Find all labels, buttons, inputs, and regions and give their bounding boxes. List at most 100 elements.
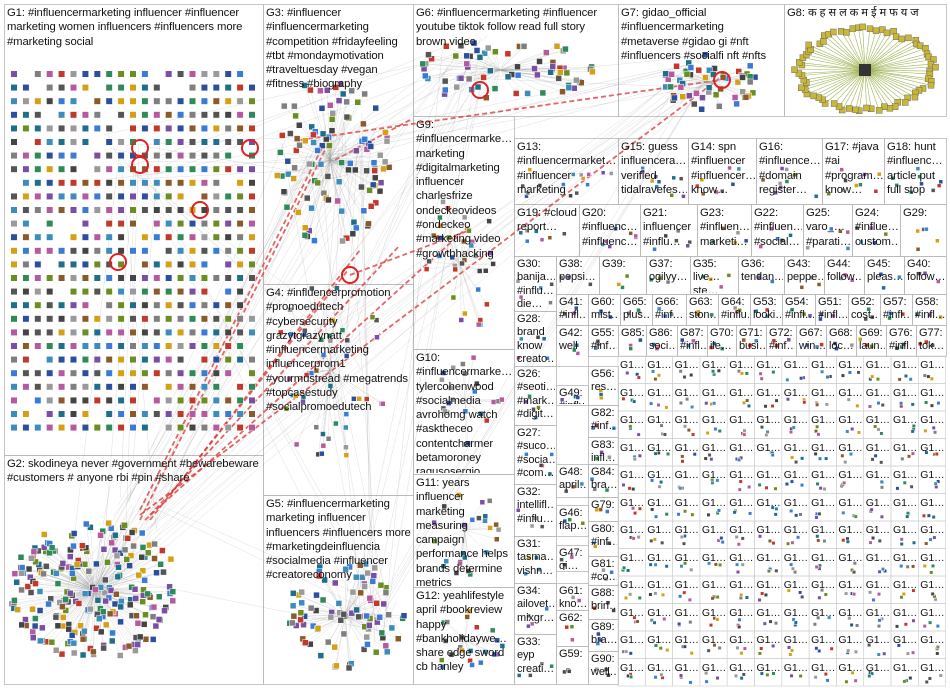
- node: [11, 139, 18, 146]
- node: [35, 234, 42, 241]
- node: [907, 455, 911, 459]
- node: [505, 51, 511, 57]
- node: [201, 384, 208, 391]
- node: [189, 370, 196, 377]
- node: [370, 315, 375, 320]
- node: [237, 193, 244, 200]
- node: [691, 513, 695, 517]
- node: [237, 275, 244, 282]
- node: [28, 555, 34, 561]
- node: [543, 50, 549, 56]
- node: [189, 261, 196, 268]
- node: [130, 98, 137, 105]
- node: [94, 261, 101, 268]
- node: [840, 168, 844, 172]
- node: [70, 384, 77, 391]
- node: [338, 617, 344, 623]
- edge: [330, 337, 377, 370]
- node: [466, 441, 471, 446]
- group-box-g46: [557, 506, 589, 537]
- node: [145, 591, 151, 597]
- node: [46, 601, 52, 607]
- node: [699, 95, 705, 101]
- node: [738, 308, 742, 312]
- node: [279, 132, 285, 138]
- node: [909, 676, 913, 680]
- node: [649, 593, 653, 597]
- node: [142, 411, 149, 418]
- node: [345, 338, 350, 343]
- node: [23, 356, 30, 363]
- node: [104, 559, 110, 565]
- node: [278, 330, 283, 335]
- node: [843, 273, 847, 277]
- group-box-g18: [885, 139, 947, 205]
- node: [488, 250, 493, 255]
- node: [488, 525, 493, 530]
- node: [438, 223, 443, 228]
- node: [284, 204, 290, 210]
- node: [827, 616, 831, 620]
- node: [796, 536, 800, 540]
- node: [445, 620, 450, 625]
- node: [499, 397, 504, 402]
- small-group-cell: [918, 659, 945, 687]
- node: [466, 228, 471, 233]
- node: [800, 483, 804, 487]
- node: [702, 75, 708, 81]
- node: [106, 180, 113, 187]
- node: [924, 429, 928, 433]
- node: [678, 595, 682, 599]
- node: [287, 131, 293, 137]
- node: [905, 35, 911, 41]
- node: [743, 433, 747, 437]
- node: [225, 234, 232, 241]
- node: [650, 508, 654, 512]
- node: [225, 261, 232, 268]
- node: [325, 197, 331, 203]
- group-box-g48: [557, 465, 589, 498]
- node: [94, 207, 101, 214]
- node: [736, 646, 740, 650]
- node: [165, 112, 172, 119]
- node: [383, 590, 389, 596]
- node: [70, 302, 77, 309]
- node: [37, 588, 43, 594]
- small-group-cell: [864, 439, 891, 467]
- node: [103, 622, 109, 628]
- node: [924, 542, 928, 546]
- node: [165, 180, 172, 187]
- node: [579, 173, 583, 177]
- node: [712, 402, 716, 406]
- node: [381, 166, 387, 172]
- node: [154, 288, 161, 295]
- node: [189, 275, 196, 282]
- node: [631, 487, 635, 491]
- node: [58, 356, 65, 363]
- node: [900, 595, 904, 599]
- node: [483, 514, 488, 519]
- small-group-cell: [918, 521, 945, 549]
- node: [930, 404, 934, 408]
- node: [113, 591, 119, 597]
- node: [213, 207, 220, 214]
- node: [23, 424, 30, 431]
- node: [213, 125, 220, 131]
- node: [775, 569, 779, 573]
- node: [130, 288, 137, 295]
- node: [71, 650, 77, 656]
- node: [871, 536, 875, 540]
- node: [572, 311, 576, 315]
- node: [140, 599, 146, 605]
- node: [340, 91, 346, 97]
- node: [476, 516, 481, 521]
- node: [142, 356, 149, 363]
- node: [470, 662, 475, 667]
- node: [935, 452, 939, 456]
- node: [94, 125, 101, 131]
- node: [130, 125, 137, 131]
- small-group-cell: [809, 356, 836, 384]
- node: [189, 152, 196, 159]
- edge: [360, 36, 487, 147]
- node: [130, 424, 137, 431]
